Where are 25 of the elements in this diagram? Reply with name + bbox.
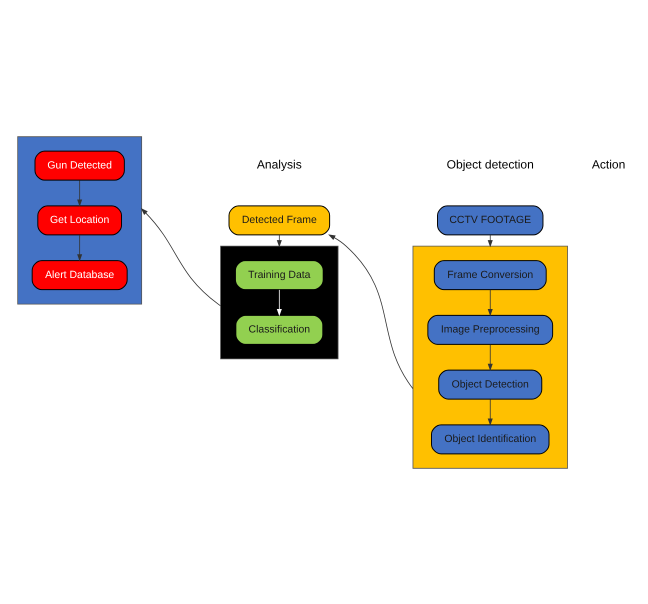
arrow — [276, 289, 282, 316]
node-box: CCTV FOOTAGE — [437, 204, 544, 235]
arrow — [77, 234, 82, 261]
label: Action — [592, 156, 626, 171]
node-box: Get Location — [37, 204, 122, 235]
arrow — [488, 289, 493, 316]
cluster — [17, 136, 142, 304]
node-box: Classification — [235, 314, 324, 344]
node-box: Detected Frame — [228, 204, 330, 235]
node-box: Gun Detected — [34, 150, 125, 180]
label: Object detection — [446, 156, 534, 171]
cluster — [412, 245, 568, 468]
node-box: Image Preprocessing — [427, 314, 554, 344]
arrow — [488, 398, 493, 426]
node-box: Object Detection — [438, 369, 542, 400]
cluster — [220, 245, 338, 359]
arrow — [328, 234, 414, 389]
arrow — [140, 208, 221, 306]
node-box: Frame Conversion — [434, 260, 547, 290]
node-box: Training Data — [234, 260, 324, 290]
node-box: Alert Database — [32, 260, 128, 290]
arrow — [488, 344, 493, 370]
arrow — [77, 180, 82, 206]
label: Analysis — [256, 156, 302, 171]
node-box: Object Identification — [431, 424, 550, 454]
